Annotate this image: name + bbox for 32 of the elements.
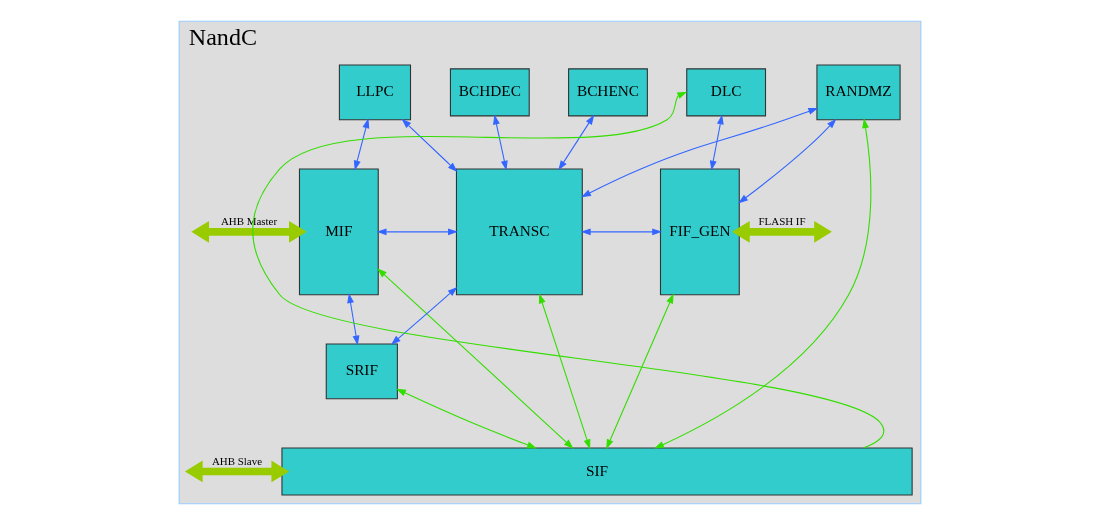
arrow [606, 293, 674, 450]
node-box: FIF_GEN [659, 168, 740, 296]
arrow [396, 388, 537, 449]
arrow [191, 221, 307, 243]
arrow [558, 114, 595, 171]
arrow [581, 108, 819, 198]
arrow [401, 118, 458, 172]
node-box: BCHDEC [449, 68, 530, 117]
arrow [493, 114, 508, 171]
arrow [390, 286, 458, 345]
node-box: BCHENC [568, 68, 648, 117]
arrow [347, 293, 360, 346]
node-box: TRANSC [455, 168, 583, 296]
node-box: MIF [298, 168, 379, 296]
arrow [738, 118, 837, 204]
arrow [654, 118, 872, 449]
node-box: LLPC [338, 64, 412, 121]
arrow [184, 460, 290, 483]
node-box: SIF [281, 447, 913, 496]
arrow [377, 268, 574, 449]
node-box: DLC [686, 68, 767, 117]
arrow [580, 228, 663, 236]
arrow [709, 114, 724, 171]
arrow [252, 91, 885, 449]
node-box: RANDMZ [816, 64, 901, 121]
arrow [538, 293, 591, 450]
arrow [353, 118, 370, 171]
node-box: SRIF [325, 343, 398, 400]
arrow [376, 228, 458, 236]
arrow [732, 221, 832, 243]
edge-label: AHB Slave [211, 454, 263, 467]
edge-label: FLASH IF [758, 215, 806, 228]
